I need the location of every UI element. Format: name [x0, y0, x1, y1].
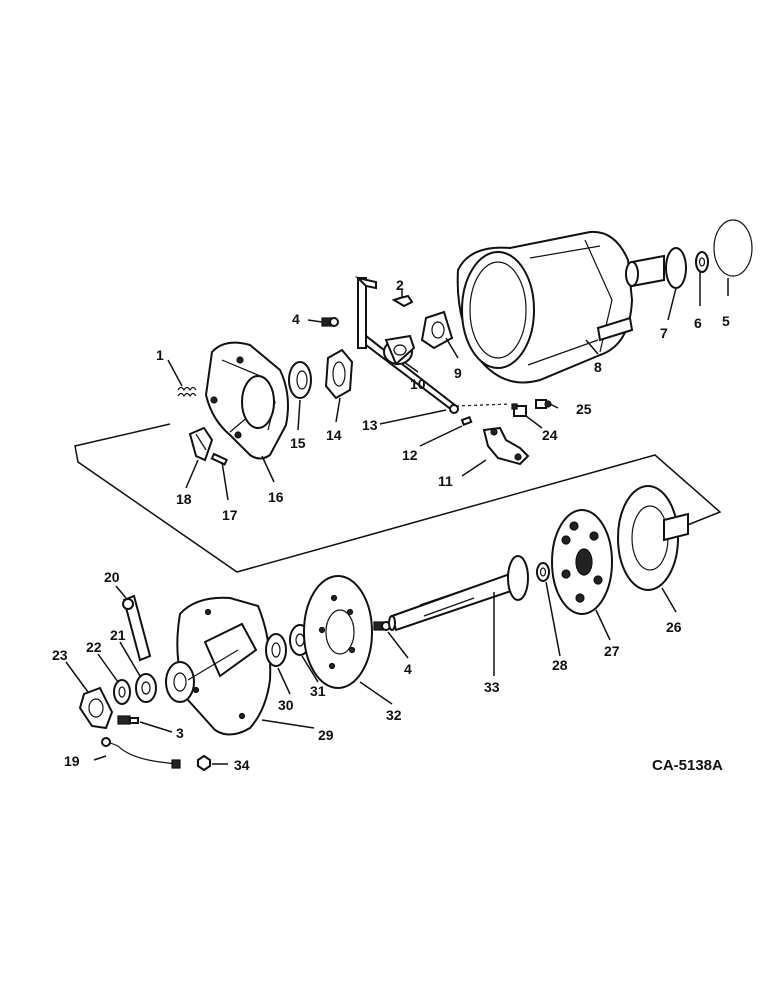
callout-21: 21 — [110, 627, 126, 643]
callout-3: 3 — [176, 725, 184, 741]
part-8-clutch-housing — [456, 230, 634, 384]
callout-33: 33 — [484, 679, 500, 695]
callout-25: 25 — [576, 401, 592, 417]
part-22-bushing — [113, 679, 131, 705]
callout-15: 15 — [290, 435, 306, 451]
callout-34: 34 — [234, 757, 250, 773]
part-16-clutch-cover — [204, 341, 289, 460]
part-2-clip — [391, 294, 414, 308]
part-1-spring — [177, 386, 197, 398]
callout-1: 1 — [156, 347, 164, 363]
callout-26: 26 — [666, 619, 682, 635]
callout-29: 29 — [318, 727, 334, 743]
callout-27: 27 — [604, 643, 620, 659]
part-9-flange — [420, 310, 454, 350]
part-25-fitting — [535, 399, 552, 409]
part-15-bearing — [288, 361, 312, 399]
callout-7: 7 — [660, 325, 668, 341]
part-28-washer — [536, 562, 550, 582]
part-21-seal — [135, 673, 157, 703]
part-19-lube-line — [101, 737, 181, 769]
part-4-fitting-lower — [373, 621, 391, 631]
callout-4-lower: 4 — [404, 661, 412, 677]
callout-32: 32 — [386, 707, 402, 723]
part-11-release-fork — [482, 426, 530, 466]
callout-17: 17 — [222, 507, 238, 523]
part-17-pin — [210, 452, 229, 466]
callout-20: 20 — [104, 569, 120, 585]
callout-14: 14 — [326, 427, 342, 443]
part-10-bearing-carrier — [383, 334, 416, 366]
part-5-o-ring — [713, 219, 753, 277]
part-7-shaft-hub — [625, 247, 687, 289]
part-23-flange-bracket — [78, 686, 114, 730]
callout-labels: 1 2 4 5 6 7 8 9 10 11 12 13 14 15 16 17 … — [52, 277, 730, 773]
callout-10: 10 — [410, 376, 426, 392]
leader-lines — [65, 272, 729, 765]
part-3-fitting — [117, 715, 139, 725]
callout-6: 6 — [694, 315, 702, 331]
callout-4-upper: 4 — [292, 311, 300, 327]
callout-19: 19 — [64, 753, 80, 769]
part-18-release-lever — [188, 426, 214, 462]
linkage-dashed-line — [455, 403, 511, 407]
part-29-housing-cover — [165, 596, 272, 736]
part-12-pin — [460, 415, 473, 426]
part-14-plate — [324, 348, 354, 400]
callout-30: 30 — [278, 697, 294, 713]
part-34-nut — [197, 754, 211, 772]
reference-code: CA-5138A — [652, 757, 723, 774]
part-20-lever-arm — [122, 594, 152, 662]
part-30-bearing — [265, 633, 287, 667]
callout-28: 28 — [552, 657, 568, 673]
callout-8: 8 — [594, 359, 602, 375]
part-4-fitting-upper — [321, 317, 339, 327]
callout-2: 2 — [396, 277, 404, 293]
callout-24: 24 — [542, 427, 558, 443]
part-32-flywheel-plate — [303, 575, 373, 689]
callout-18: 18 — [176, 491, 192, 507]
part-33-clutch-shaft — [388, 555, 529, 632]
part-24-connector — [511, 403, 527, 417]
callout-16: 16 — [268, 489, 284, 505]
part-27-clutch-disc — [551, 509, 613, 615]
assembly-bracket-line — [74, 423, 722, 573]
callout-5: 5 — [722, 313, 730, 329]
callout-22: 22 — [86, 639, 102, 655]
callout-31: 31 — [310, 683, 326, 699]
callout-13: 13 — [362, 417, 378, 433]
callout-12: 12 — [402, 447, 418, 463]
part-26-pressure-plate — [617, 485, 689, 591]
callout-9: 9 — [454, 365, 462, 381]
part-6-washer — [695, 251, 709, 273]
callout-23: 23 — [52, 647, 68, 663]
callout-11: 11 — [438, 473, 453, 489]
